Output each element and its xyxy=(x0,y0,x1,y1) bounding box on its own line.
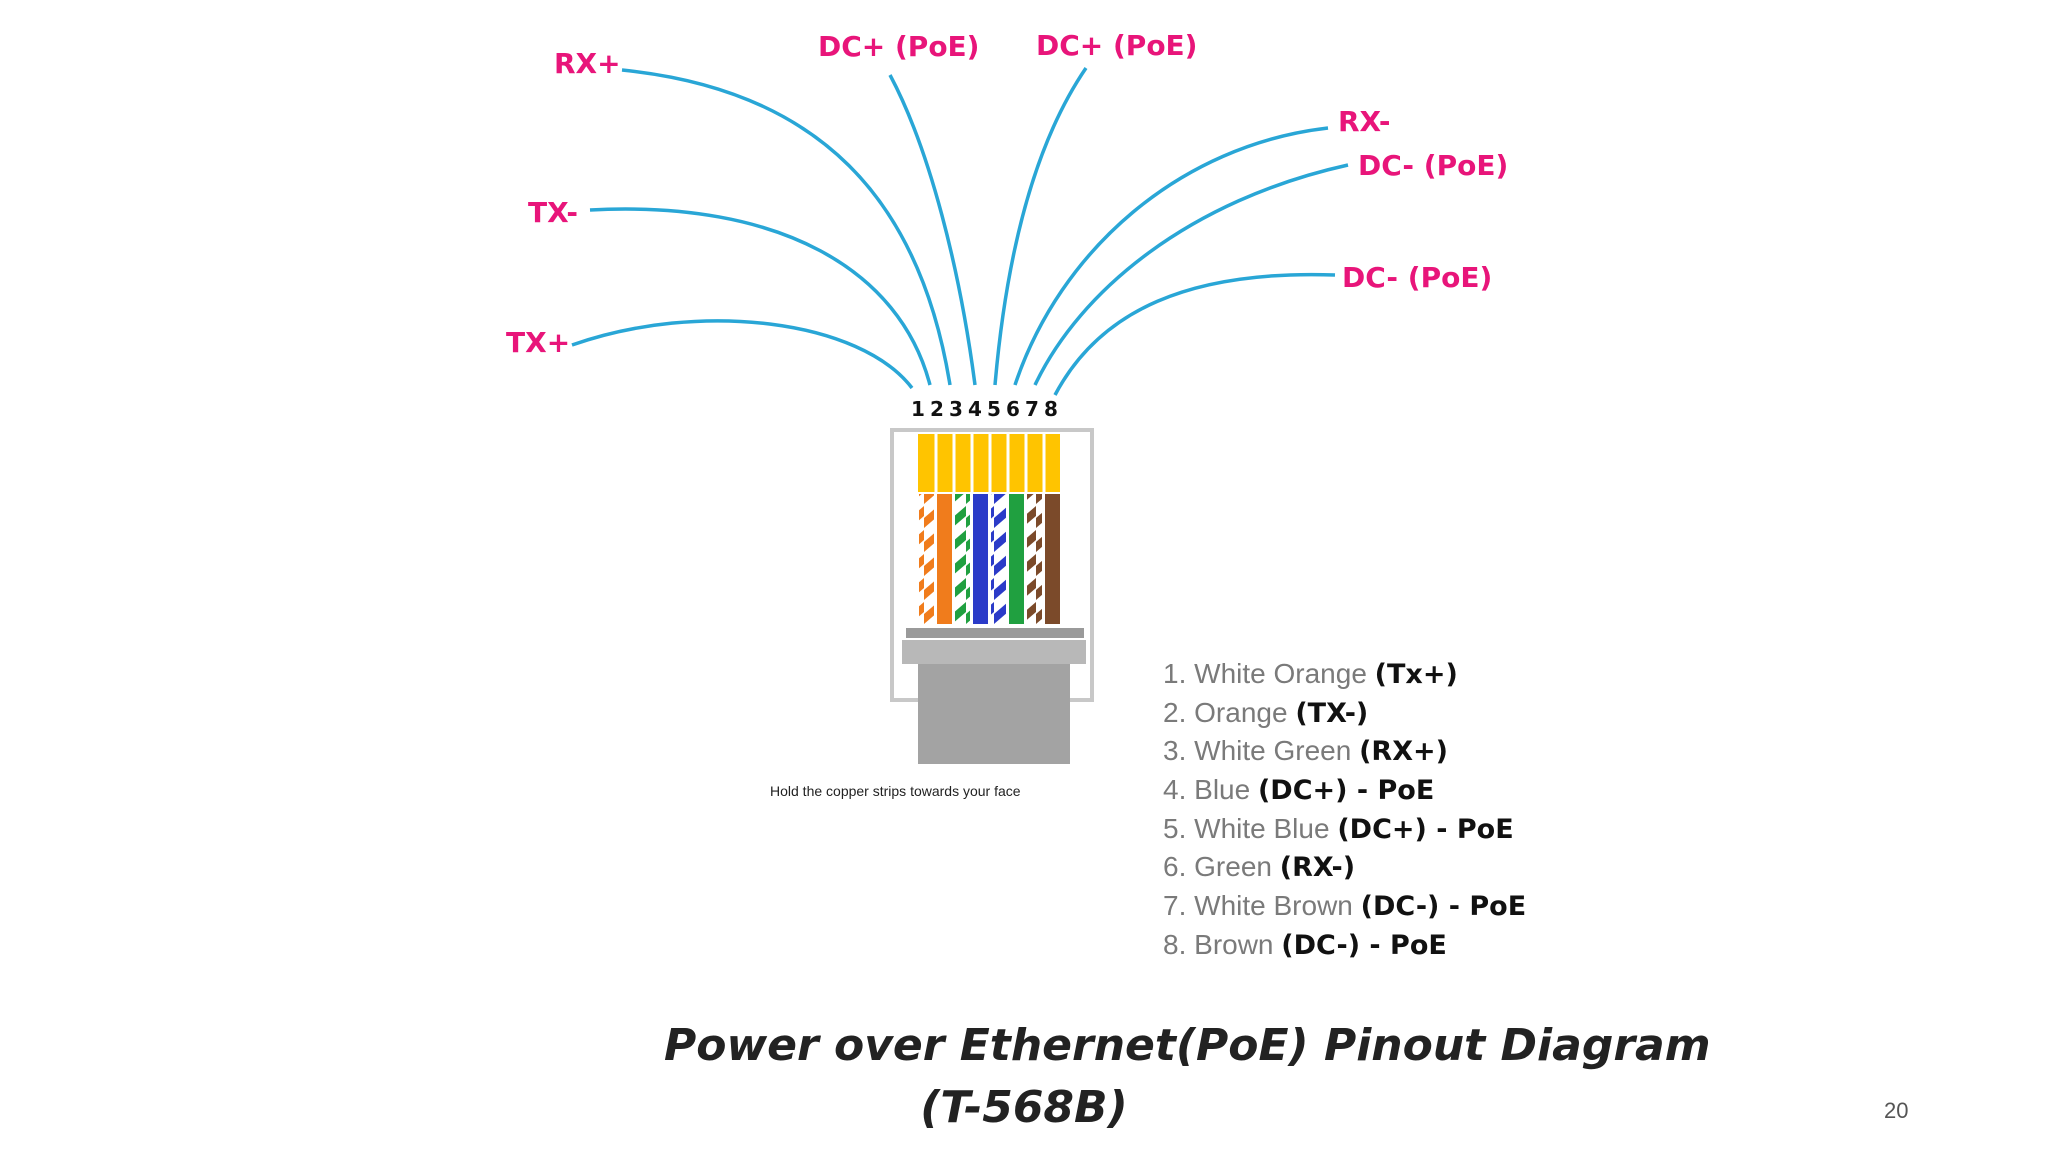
wire-label-rx-minus: RX- xyxy=(1338,105,1391,138)
legend-color: Green xyxy=(1194,851,1272,883)
pin-number-6: 6 xyxy=(1006,397,1020,421)
wire-2-orange xyxy=(937,494,952,624)
pin-number-1: 1 xyxy=(911,397,925,421)
lead-line-dc-minus-2 xyxy=(1053,272,1336,396)
legend-color: Brown xyxy=(1194,928,1274,960)
legend-number: 5. xyxy=(1163,812,1187,844)
legend-signal: (DC-) - PoE xyxy=(1281,929,1447,961)
strain-relief xyxy=(902,640,1086,664)
wire-6-green xyxy=(1009,494,1024,624)
wire-8-brown xyxy=(1045,494,1060,624)
pin-numbers: 1 2 3 4 5 6 7 8 xyxy=(911,397,1058,421)
legend-item: 8. Brown (DC-) - PoE xyxy=(1163,926,1526,965)
legend-number: 7. xyxy=(1163,890,1187,922)
legend-number: 6. xyxy=(1163,851,1187,883)
page-number: 20 xyxy=(1884,1098,1909,1123)
wire-label-rx-plus: RX+ xyxy=(554,47,621,80)
legend-color: Blue xyxy=(1194,774,1251,806)
wire-label-dc-plus-1: DC+ (PoE) xyxy=(818,30,979,63)
pin-number-4: 4 xyxy=(968,397,982,421)
legend-number: 8. xyxy=(1163,928,1187,960)
pinout-legend: 1. White Orange (Tx+) 2. Orange (TX-) 3.… xyxy=(1163,655,1526,965)
legend-item: 1. White Orange (Tx+) xyxy=(1163,655,1526,694)
wire-7-white-brown xyxy=(1027,494,1042,624)
legend-item: 7. White Brown (DC-) - PoE xyxy=(1163,887,1526,926)
crimp-bar xyxy=(906,628,1084,638)
pin-number-3: 3 xyxy=(949,397,963,421)
legend-item: 3. White Green (RX+) xyxy=(1163,732,1526,771)
wire-5-white-blue xyxy=(991,494,1006,624)
legend-item: 2. Orange (TX-) xyxy=(1163,694,1526,733)
wire-label-tx-plus: TX+ xyxy=(506,326,570,359)
lead-line-rx-plus xyxy=(621,68,952,386)
legend-color: White Green xyxy=(1194,735,1352,767)
wires xyxy=(919,494,1060,624)
wire-4-blue xyxy=(973,494,988,624)
lead-line-dc-minus-1 xyxy=(1033,163,1349,386)
gold-contacts xyxy=(918,434,1060,492)
wire-label-dc-minus-1: DC- (PoE) xyxy=(1358,149,1508,182)
wire-label-tx-minus: TX- xyxy=(528,196,578,229)
wire-3-white-green xyxy=(955,494,970,624)
legend-signal: (DC+) - PoE xyxy=(1257,775,1435,807)
legend-color: Orange xyxy=(1194,696,1288,728)
legend-number: 3. xyxy=(1163,735,1187,767)
legend-signal: (TX-) xyxy=(1295,697,1369,729)
hold-note: Hold the copper strips towards your face xyxy=(770,783,1021,799)
legend-color: White Brown xyxy=(1194,890,1353,922)
diagram-title: Power over Ethernet(PoE) Pinout Diagram xyxy=(664,1020,1711,1071)
legend-signal: (Tx+) xyxy=(1374,659,1458,690)
pin-number-7: 7 xyxy=(1025,397,1039,421)
legend-item: 5. White Blue (DC+) - PoE xyxy=(1163,810,1526,849)
rj45-connector xyxy=(890,428,1094,764)
legend-number: 4. xyxy=(1163,774,1187,806)
legend-signal: (DC+) - PoE xyxy=(1337,813,1514,845)
legend-number: 2. xyxy=(1163,696,1187,728)
legend-item: 6. Green (RX-) xyxy=(1163,848,1526,887)
legend-signal: (RX-) xyxy=(1279,852,1356,884)
legend-signal: (DC-) - PoE xyxy=(1360,891,1527,923)
lead-line-dc-plus-2 xyxy=(993,67,1088,386)
wire-1-white-orange xyxy=(919,494,934,624)
lead-line-rx-minus xyxy=(1013,126,1329,386)
diagram-subtitle: (T-568B) xyxy=(920,1082,1128,1133)
cable-jacket xyxy=(918,664,1070,764)
legend-number: 1. xyxy=(1163,658,1187,689)
wire-label-dc-minus-2: DC- (PoE) xyxy=(1342,261,1492,294)
legend-color: White Blue xyxy=(1194,812,1330,844)
legend-color: White Orange xyxy=(1194,658,1367,689)
wire-label-dc-plus-2: DC+ (PoE) xyxy=(1036,29,1197,62)
lead-line-tx-plus xyxy=(571,319,914,390)
lead-lines xyxy=(571,67,1349,396)
pin-number-8: 8 xyxy=(1044,397,1058,421)
pin-number-5: 5 xyxy=(987,397,1001,421)
lead-line-tx-minus xyxy=(589,207,932,386)
legend-signal: (RX+) xyxy=(1359,736,1449,768)
lead-line-dc-plus-1 xyxy=(888,74,977,386)
pin-number-2: 2 xyxy=(930,397,944,421)
legend-item: 4. Blue (DC+) - PoE xyxy=(1163,771,1526,810)
